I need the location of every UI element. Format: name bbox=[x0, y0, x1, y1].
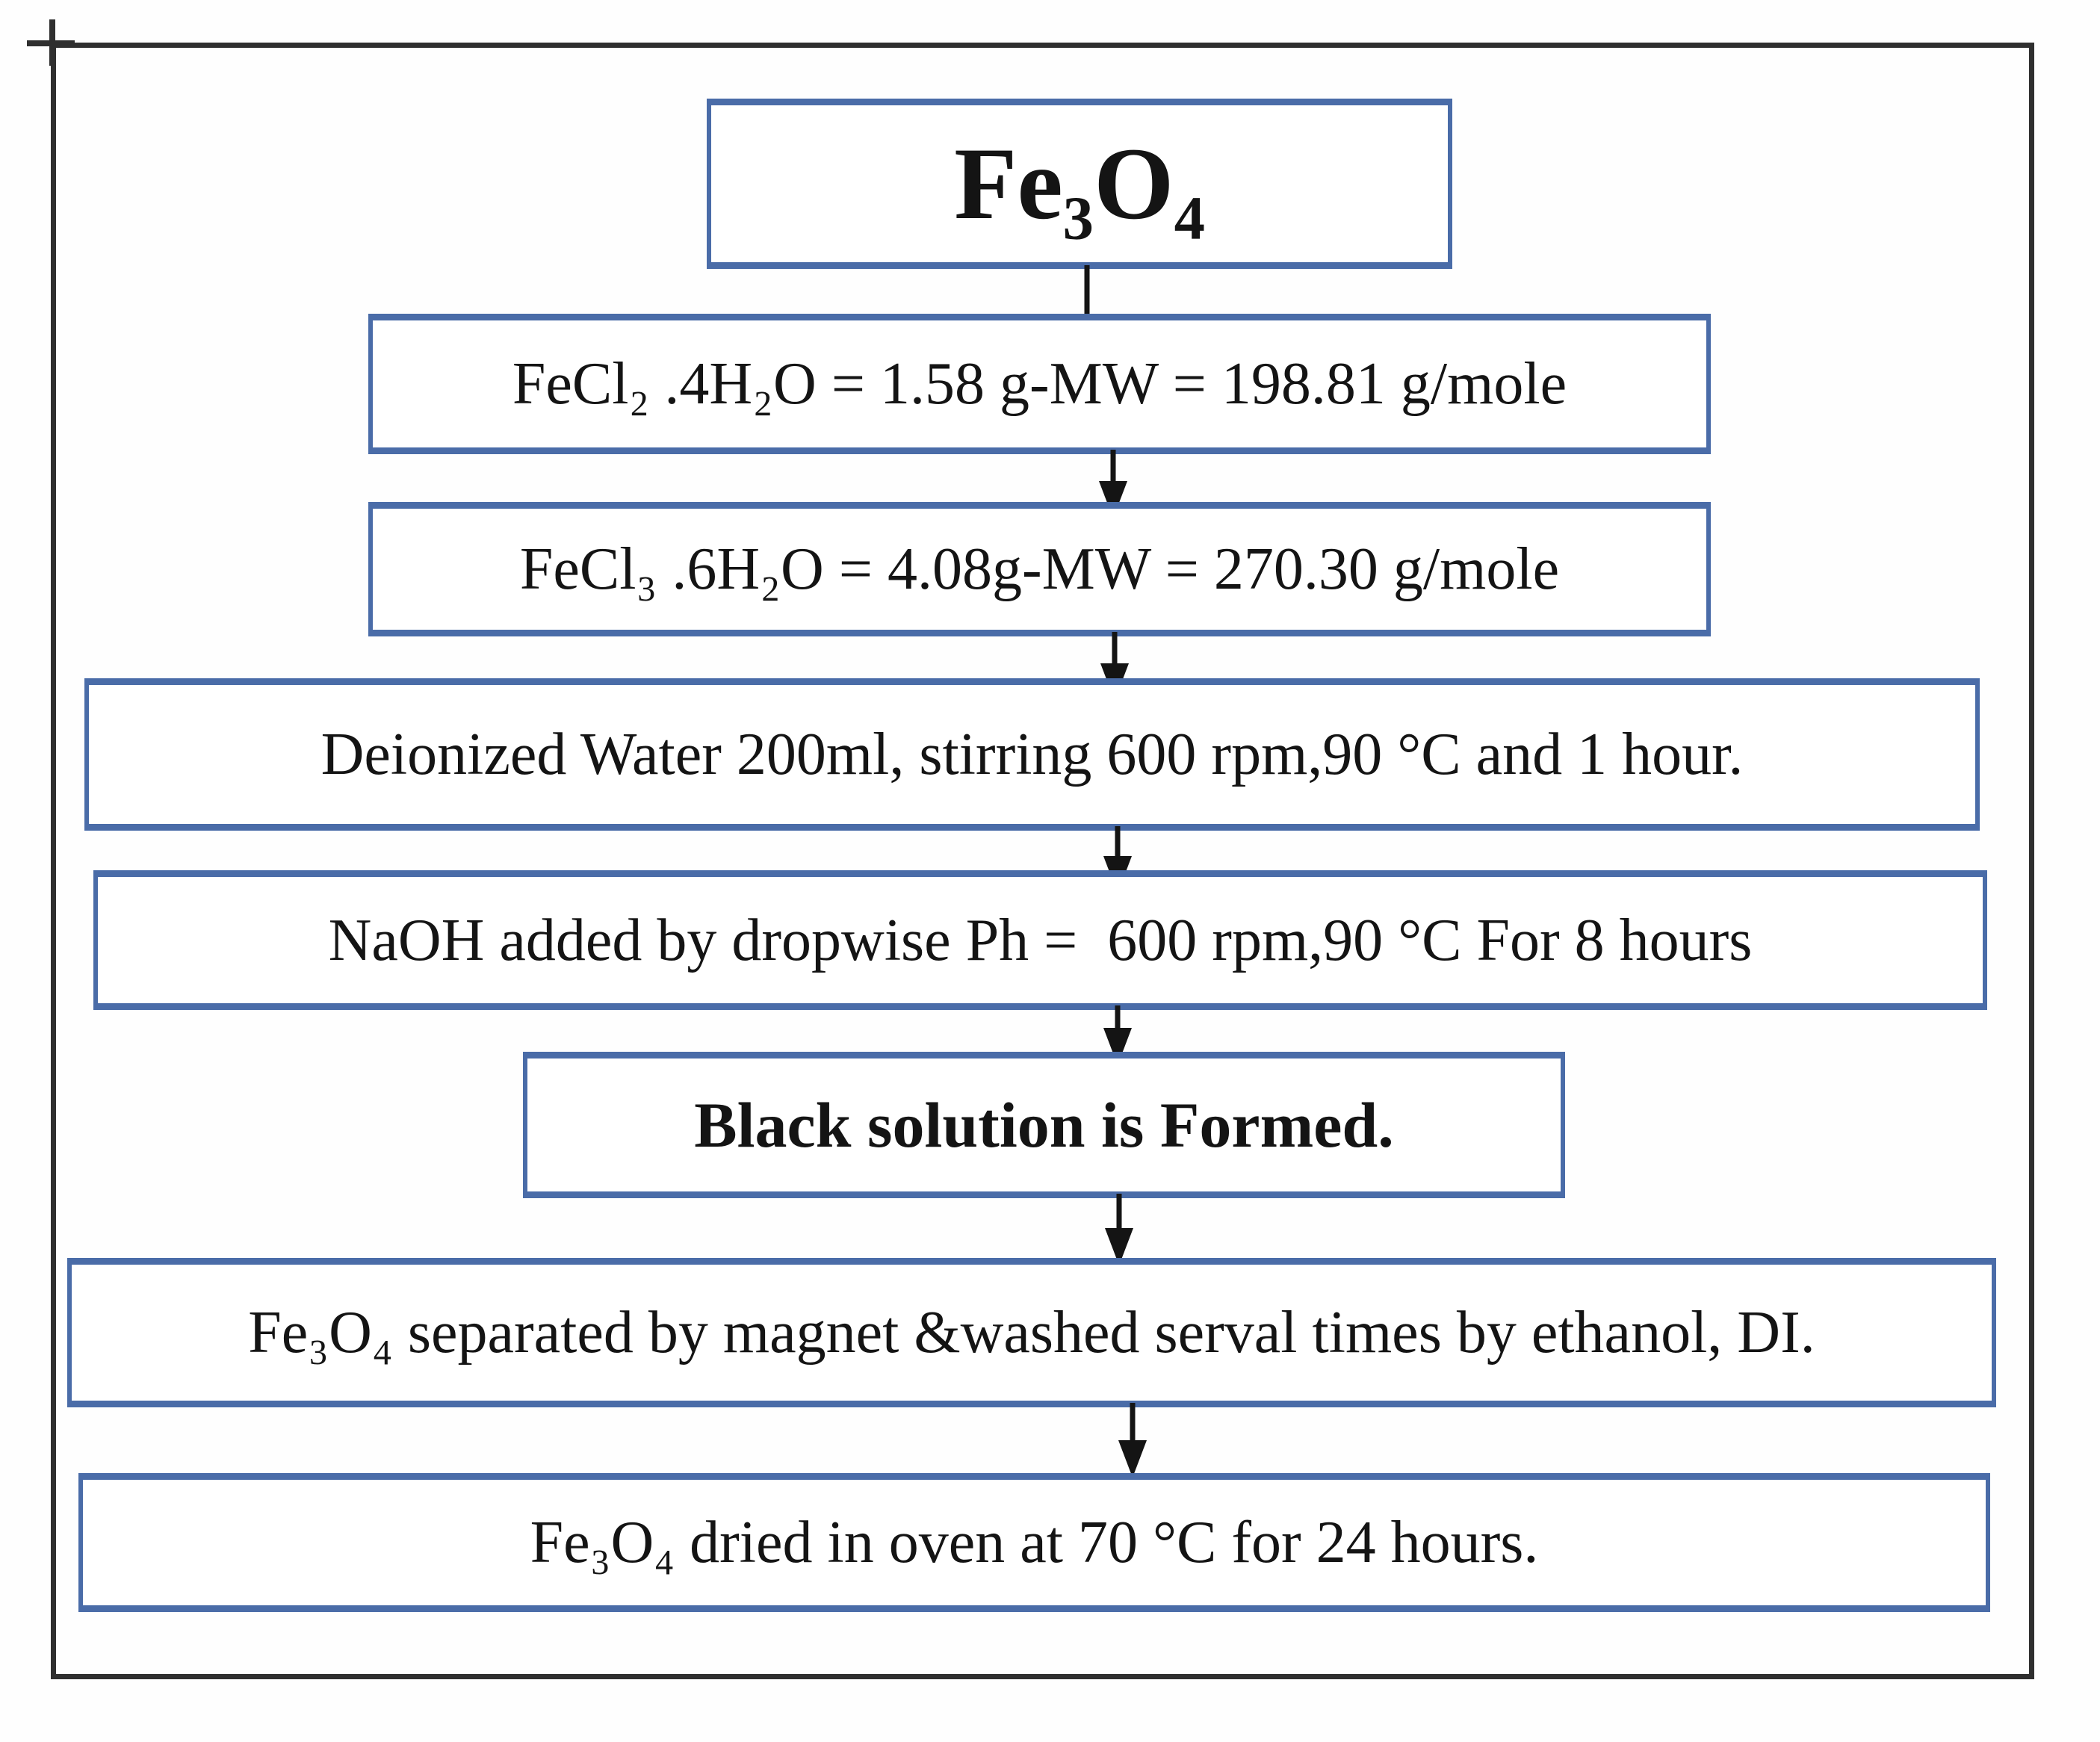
connector-shaft bbox=[1115, 826, 1121, 870]
flow-box-magnet-separation: Fe₃O₄ separated by magnet &washed serval… bbox=[67, 1258, 1996, 1407]
flow-box-label: FeCl₂ .4H₂O = 1.58 g-MW = 198.81 g/mole bbox=[512, 351, 1567, 417]
flow-box-fecl2: FeCl₂ .4H₂O = 1.58 g-MW = 198.81 g/mole bbox=[368, 314, 1711, 454]
connector-shaft bbox=[1112, 632, 1118, 677]
flow-box-black-solution: Black solution is Formed. bbox=[523, 1052, 1565, 1198]
flow-box-deionized-water: Deionized Water 200ml, stirring 600 rpm,… bbox=[84, 678, 1980, 831]
flow-box-fecl3: FeCl₃ .6H₂O = 4.08g-MW = 270.30 g/mole bbox=[368, 502, 1711, 636]
connector-shaft bbox=[1130, 1403, 1136, 1454]
flow-box-naoh: NaOH added by dropwise Ph = 600 rpm,90 °… bbox=[93, 870, 1987, 1010]
outer-frame bbox=[51, 43, 2034, 1679]
connector-shaft bbox=[1116, 1194, 1122, 1242]
flow-box-label: NaOH added by dropwise Ph = 600 rpm,90 °… bbox=[328, 907, 1753, 973]
connector-arrow-black-solution-to-separation bbox=[1103, 1194, 1135, 1265]
flow-box-label: Fe₃O₄ dried in oven at 70 °C for 24 hour… bbox=[530, 1510, 1539, 1575]
arrowhead-icon bbox=[1118, 1440, 1147, 1478]
frame-corner-tick-horizontal bbox=[27, 40, 75, 46]
flow-box-label: Deionized Water 200ml, stirring 600 rpm,… bbox=[320, 722, 1744, 787]
connector-line-fe3o4-to-fecl2 bbox=[1071, 265, 1103, 317]
flow-box-label: Black solution is Formed. bbox=[694, 1088, 1394, 1161]
connector-shaft bbox=[1084, 265, 1090, 317]
connector-shaft bbox=[1115, 1005, 1121, 1041]
flow-box-label: FeCl₃ .6H₂O = 4.08g-MW = 270.30 g/mole bbox=[519, 536, 1560, 602]
flow-box-fe3o4: Fe₃O₄ bbox=[707, 99, 1452, 269]
flow-box-label: Fe₃O₄ separated by magnet &washed serval… bbox=[248, 1300, 1815, 1366]
connector-shaft bbox=[1110, 450, 1116, 495]
connector-arrow-separation-to-drying bbox=[1117, 1403, 1148, 1478]
flow-box-label: Fe₃O₄ bbox=[954, 125, 1205, 241]
flow-box-oven-drying: Fe₃O₄ dried in oven at 70 °C for 24 hour… bbox=[78, 1473, 1990, 1612]
